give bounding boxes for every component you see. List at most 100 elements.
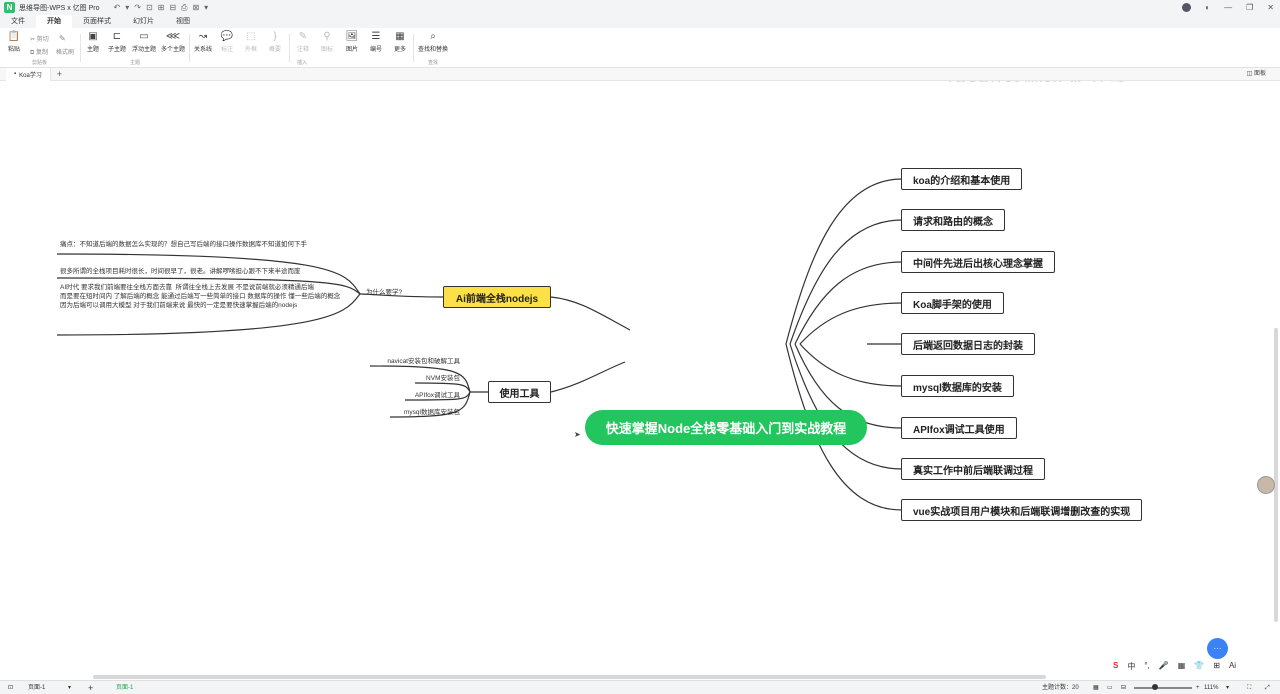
doc-tab-koa[interactable]: ▪ Koa学习	[6, 67, 51, 81]
skin-icon[interactable]: ◐	[1205, 3, 1211, 12]
microphone-icon[interactable]: 🎤	[1158, 661, 1169, 670]
open-icon[interactable]: ⊞	[157, 2, 165, 12]
group-label-topic: 主题	[130, 60, 141, 66]
edge-label-why[interactable]: 为什么要学?	[366, 289, 403, 296]
comment-button[interactable]: ✎注释	[289, 31, 317, 53]
image-icon: 🖼	[345, 31, 359, 42]
copy-button[interactable]: ⧉ 复制	[30, 50, 48, 56]
skin-icon[interactable]: 👕	[1194, 661, 1205, 670]
redo-icon[interactable]: ↷	[134, 2, 141, 12]
new-icon[interactable]: ⊡	[145, 2, 153, 12]
page-tab[interactable]: 页面-1	[116, 685, 134, 691]
paste-button[interactable]: 📋粘贴	[0, 31, 28, 53]
chevron-down-icon[interactable]: ▾	[68, 685, 72, 691]
outer-frame-button[interactable]: ⬚外框	[237, 31, 265, 53]
tab-page-style[interactable]: 页面样式	[83, 18, 111, 25]
expand-icon[interactable]: ⤢	[1265, 685, 1270, 691]
customize-icon[interactable]: ▾	[204, 2, 209, 12]
add-tab-icon[interactable]: +	[56, 69, 63, 79]
tool-apifox[interactable]: APIfox调试工具	[414, 392, 460, 399]
keyboard-icon[interactable]: ▦	[1177, 661, 1186, 670]
topic-button[interactable]: ▣主题	[79, 31, 107, 53]
note-pain-point[interactable]: 痛点：不知道后端的数据怎么实现的？想自己写后端的接口操作数据库不知道如何下手	[60, 241, 307, 248]
topic-mysql[interactable]: mysql数据库的安装	[901, 375, 1014, 397]
note-long-projects[interactable]: 很多所谓的全栈项目耗时很长，时间很早了，很老。讲解啰嗦担心跟不下来半途而废	[60, 268, 301, 275]
tab-slides[interactable]: 幻灯片	[133, 18, 154, 25]
horizontal-scrollbar[interactable]	[93, 675, 1046, 679]
floating-topic-button[interactable]: ▭浮动主题	[131, 31, 156, 53]
tab-start[interactable]: 开始	[36, 15, 72, 28]
topic-koa-intro[interactable]: koa的介绍和基本使用	[901, 168, 1023, 190]
floating-topic-icon: ▭	[139, 31, 149, 42]
fit-page-icon[interactable]: ▦	[1093, 685, 1099, 691]
outline-view-icon[interactable]: ▭	[1107, 685, 1113, 691]
tab-view[interactable]: 视图	[176, 18, 190, 25]
zoom-level[interactable]: 111%	[1204, 685, 1219, 691]
format-painter-button[interactable]: 格式刷	[56, 50, 75, 56]
topic-tools[interactable]: 使用工具	[488, 381, 551, 403]
tab-file[interactable]: 文件	[11, 18, 25, 25]
ime-chinese-toggle[interactable]: 中	[1127, 662, 1136, 671]
find-replace-button[interactable]: ⌕查找和替换	[417, 31, 448, 53]
ime-punctuation-toggle[interactable]: °,	[1144, 661, 1150, 670]
image-button[interactable]: 🖼图片	[338, 31, 366, 53]
restore-icon[interactable]: ❐	[1246, 3, 1254, 12]
relationship-icon: ↝	[198, 31, 208, 42]
more-grid-icon: ▦	[395, 31, 405, 42]
pencil-icon: ✎	[298, 31, 308, 42]
app-logo-icon: N	[4, 2, 15, 13]
topic-apifox[interactable]: APIfox调试工具使用	[901, 417, 1017, 439]
topic-scaffold[interactable]: Koa脚手架的使用	[901, 292, 1004, 314]
tool-nvm[interactable]: NVM安装包	[426, 375, 460, 382]
tool-navicat[interactable]: navicat安装包和破解工具	[387, 358, 460, 365]
root-topic[interactable]: 快速掌握Node全栈零基础入门到实战教程	[585, 410, 867, 445]
save-icon[interactable]: ⊟	[169, 2, 177, 12]
separator	[289, 34, 290, 62]
close-icon[interactable]: ✕	[1267, 3, 1274, 12]
chevron-down-icon[interactable]: ▾	[1226, 685, 1230, 691]
callout-button[interactable]: 💬标注	[213, 31, 241, 53]
relationship-button[interactable]: ↝关系线	[189, 31, 217, 53]
export-icon[interactable]: ⊠	[192, 2, 200, 12]
topic-middleware[interactable]: 中间件先进后出核心理念掌握	[901, 251, 1055, 273]
numbering-button[interactable]: ☰编号	[362, 31, 390, 53]
connector-tool-navicat	[369, 365, 471, 393]
multi-topic-icon: ⋘	[165, 31, 181, 42]
toolbox-icon[interactable]: ⊞	[1213, 661, 1220, 670]
vertical-scrollbar[interactable]	[1274, 328, 1278, 622]
zoom-slider-knob[interactable]	[1152, 684, 1158, 690]
mindmap-canvas[interactable]: 快速掌握Node全栈零基础入门到实战教程 koa的介绍和基本使用 请求和路由的概…	[0, 82, 1280, 680]
cut-button[interactable]: ✂ 剪切	[30, 37, 49, 43]
sogou-logo-icon[interactable]: S	[1113, 661, 1119, 670]
chevron-down-icon[interactable]: ▾	[125, 2, 130, 12]
fullscreen-icon[interactable]: ⛶	[1247, 685, 1252, 691]
assistant-avatar[interactable]	[1257, 476, 1275, 494]
topic-request-route[interactable]: 请求和路由的概念	[901, 209, 1005, 231]
multi-topic-button[interactable]: ⋘多个主题	[160, 31, 185, 53]
ai-icon[interactable]: Ai	[1228, 661, 1237, 670]
page-select[interactable]: 页面-1	[28, 685, 46, 691]
zoom-out-icon[interactable]: ⊟	[1121, 685, 1127, 691]
icon-button[interactable]: ⚲图标	[313, 31, 341, 53]
topic-vue-project[interactable]: vue实战项目用户模块和后端联调增删改查的实现	[901, 499, 1143, 521]
subtopic-button[interactable]: ⊏子主题	[103, 31, 131, 53]
zoom-slider-track[interactable]	[1134, 687, 1192, 689]
panel-toggle-button[interactable]: ◫ 面板	[1246, 71, 1266, 77]
separator	[80, 34, 81, 62]
print-icon[interactable]: ⎙	[181, 2, 188, 12]
more-button[interactable]: ▦更多	[386, 31, 414, 53]
topic-log[interactable]: 后端返回数据日志的封装	[901, 333, 1035, 355]
topic-joint-debug[interactable]: 真实工作中前后端联调过程	[901, 458, 1045, 480]
zoom-in-icon[interactable]: +	[1196, 685, 1200, 691]
undo-icon[interactable]: ↶	[113, 2, 121, 12]
add-page-icon[interactable]: +	[88, 683, 94, 693]
tool-mysql-package[interactable]: mysql数据库安装包	[404, 409, 460, 416]
floating-action-button[interactable]: ···	[1207, 638, 1228, 659]
outline-toggle-icon[interactable]: ⊡	[8, 685, 14, 691]
user-avatar-icon[interactable]	[1182, 3, 1192, 12]
summary-button[interactable]: }概要	[261, 31, 289, 53]
dots-icon: ···	[1213, 644, 1222, 653]
minimize-icon[interactable]: —	[1224, 3, 1233, 12]
note-ai-era[interactable]: AI时代 要求我们前端要往全栈方面去靠 所谓往全栈上去发展 不是说前端就必须精通…	[60, 284, 341, 309]
topic-ai-fullstack[interactable]: Ai前端全栈nodejs	[443, 286, 551, 308]
